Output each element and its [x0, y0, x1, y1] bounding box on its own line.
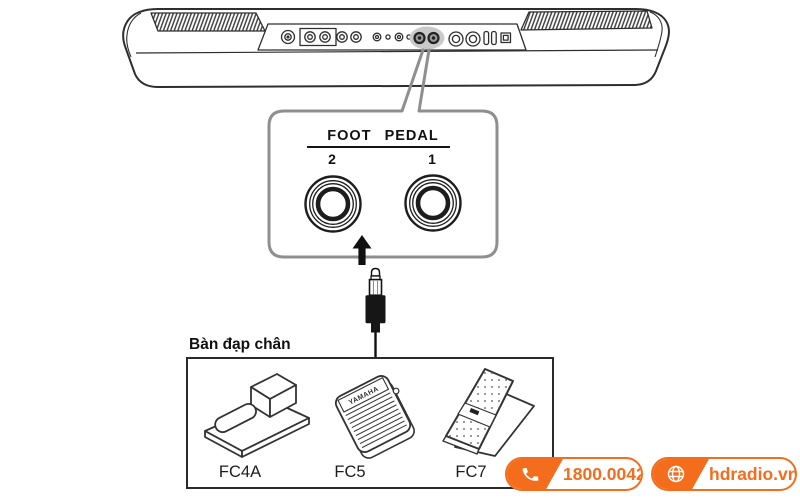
jack-2-label: 2	[328, 151, 336, 167]
pedal-label-fc5: FC5	[334, 463, 366, 481]
phone-plug-illustration	[365, 267, 386, 367]
website-domain: hdradio.vn	[709, 463, 797, 484]
speaker-grille-left	[150, 12, 266, 32]
website-badge: hdradio.vn	[651, 457, 797, 491]
pedal-label-fc7: FC7	[455, 463, 487, 481]
speaker-grille-right	[520, 10, 653, 31]
power-jack	[280, 29, 296, 45]
foot-pedal-jacks-highlight	[409, 26, 445, 50]
foot-pedal-jack-2	[304, 175, 362, 233]
website-badge-icon-area	[653, 459, 709, 489]
connector-panel	[257, 23, 527, 51]
pedal-section-heading: Bàn đạp chân	[189, 336, 291, 353]
output-jacks	[299, 27, 362, 47]
hotline-badge-icon-area	[507, 459, 563, 489]
callout-lines	[400, 48, 431, 113]
phone-icon	[521, 465, 540, 484]
pedal-fc7-illustration	[442, 368, 535, 457]
jack-1-label: 1	[428, 151, 436, 167]
foot-pedal-jack-1	[404, 174, 462, 232]
pedal-fc4a-illustration	[204, 373, 310, 458]
keyboard-rear-panel-illustration	[122, 8, 670, 88]
foot-pedal-title-underline	[307, 146, 450, 148]
arrow-up-icon	[352, 235, 372, 265]
pedal-label-fc4a: FC4A	[218, 463, 262, 481]
hotline-badge: 1800.0042	[505, 457, 643, 491]
phones-jacks	[448, 31, 481, 47]
foot-pedal-panel-title: FOOT PEDAL	[327, 128, 439, 144]
globe-icon	[666, 464, 686, 484]
pedal-fc5-illustration: YAMAHA	[334, 375, 415, 459]
hotline-number: 1800.0042	[563, 463, 643, 484]
usb-ports	[483, 30, 512, 46]
